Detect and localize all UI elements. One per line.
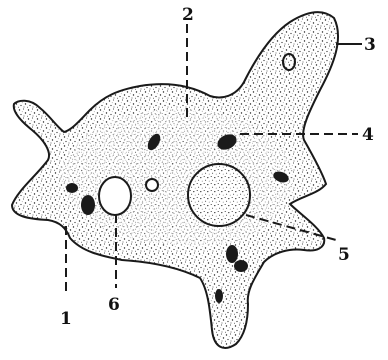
label-2: 2 bbox=[182, 5, 194, 25]
label-5: 5 bbox=[338, 245, 350, 265]
label-1: 1 bbox=[60, 309, 72, 329]
label-6: 6 bbox=[108, 295, 120, 315]
food-vacuole bbox=[234, 260, 248, 272]
label-4: 4 bbox=[362, 125, 374, 145]
food-vacuole bbox=[146, 179, 158, 191]
food-vacuole bbox=[66, 183, 78, 193]
contractile-vacuole bbox=[99, 177, 131, 215]
food-vacuole bbox=[226, 245, 238, 263]
food-vacuole bbox=[215, 289, 223, 303]
nucleus bbox=[188, 164, 250, 226]
label-3: 3 bbox=[364, 35, 376, 55]
food-vacuole bbox=[81, 195, 95, 215]
